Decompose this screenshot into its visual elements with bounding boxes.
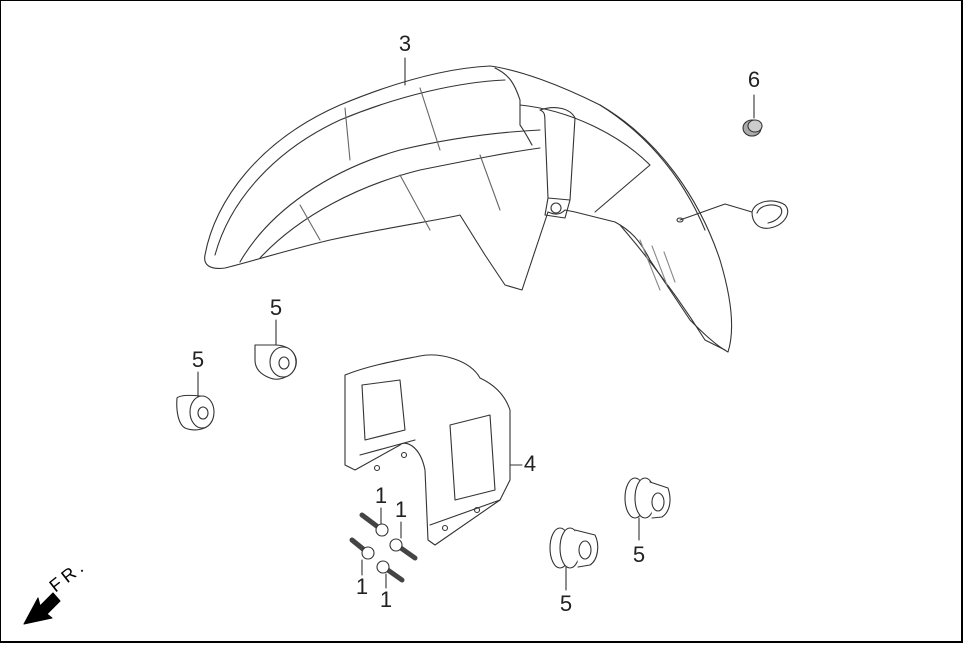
callout-1: 1: [379, 587, 393, 612]
callout-1: 1: [374, 483, 388, 508]
fender-inner-bracket[interactable]: [344, 354, 523, 546]
rubber-grommet[interactable]: [254, 319, 297, 380]
arrow-down-left-icon: [23, 592, 61, 625]
callout-5: 5: [632, 542, 646, 567]
callout-5: 5: [269, 295, 283, 320]
callout-1: 1: [355, 574, 369, 599]
callout-1: 1: [394, 497, 408, 522]
rubber-grommet[interactable]: [549, 527, 599, 591]
flange-bolt[interactable]: [349, 537, 375, 576]
front-fender[interactable]: [204, 65, 753, 353]
callout-5: 5: [559, 591, 573, 616]
flange-bolt[interactable]: [376, 560, 405, 589]
grommet-plug[interactable]: [742, 94, 763, 137]
callout-5: 5: [191, 347, 205, 372]
flange-bolt[interactable]: [359, 507, 389, 537]
callout-4: 4: [523, 451, 537, 476]
rubber-grommet[interactable]: [624, 477, 671, 541]
flange-bolt[interactable]: [389, 521, 418, 561]
callout-6: 6: [747, 67, 761, 92]
fender-clip[interactable]: [751, 200, 789, 229]
callout-3: 3: [398, 31, 412, 56]
rubber-grommet[interactable]: [176, 371, 215, 431]
